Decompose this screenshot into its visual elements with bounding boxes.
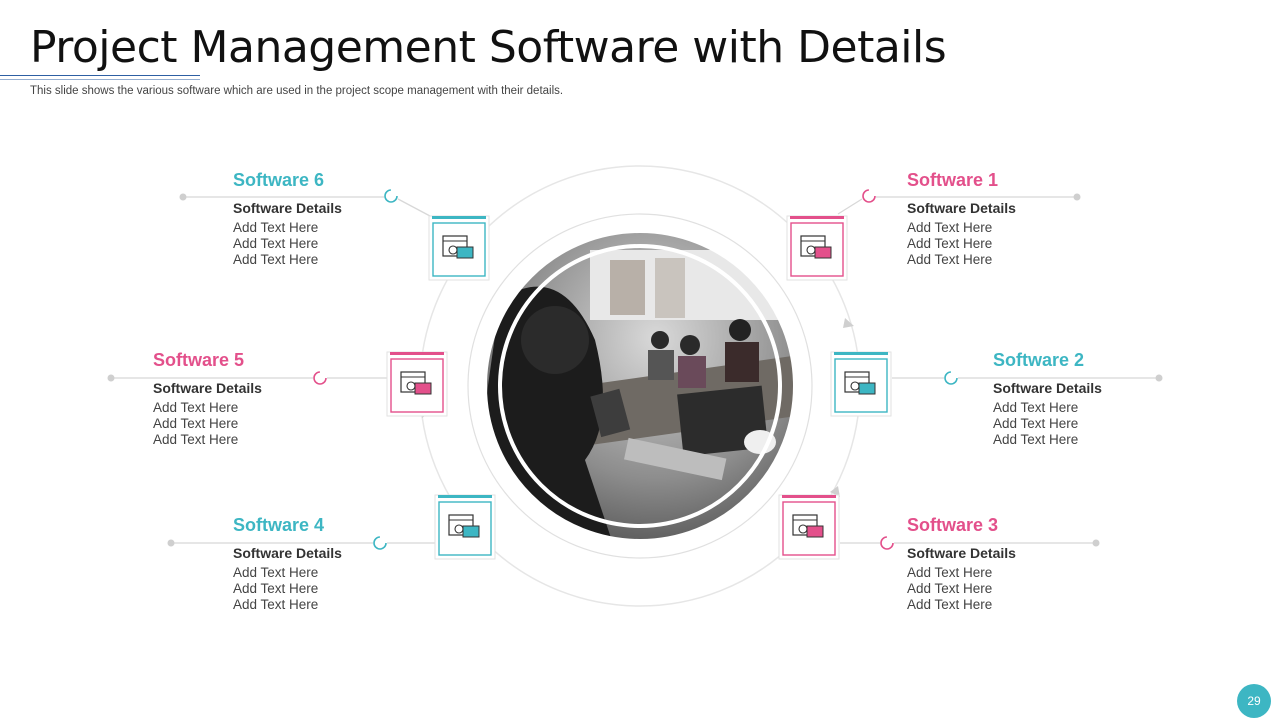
software-5-icon-box: [386, 351, 448, 417]
software-4-text-line: Add Text Here: [233, 597, 319, 612]
software-6-block: Software 6 Software Details Add Text Her…: [233, 170, 342, 268]
software-window-icon: [792, 514, 824, 538]
software-1-name: Software 1: [907, 170, 999, 190]
software-3-block: Software 3 Software Details Add Text Her…: [907, 515, 1016, 613]
slide-title: Project Management Software with Details: [30, 22, 947, 73]
meeting-photo: [486, 232, 794, 540]
software-5-text-line: Add Text Here: [153, 400, 239, 415]
software-window-icon: [800, 235, 832, 259]
software-4-text-line: Add Text Here: [233, 581, 319, 596]
software-2-text-line: Add Text Here: [993, 416, 1079, 431]
ring-arrow: [830, 486, 840, 497]
software-5-text-line: Add Text Here: [153, 416, 239, 431]
software-2-text-line: Add Text Here: [993, 432, 1079, 447]
software-4-text-line: Add Text Here: [233, 565, 319, 580]
inner-ring: [467, 213, 813, 559]
software-6-name: Software 6: [233, 170, 325, 190]
software-2-details-label: Software Details: [993, 380, 1102, 396]
software-window-icon: [448, 514, 480, 538]
software-5-text-line: Add Text Here: [153, 432, 239, 447]
software-window-icon: [400, 371, 432, 395]
software-6-text-line: Add Text Here: [233, 220, 319, 235]
software-5-name: Software 5: [153, 350, 245, 370]
ring-arrow: [843, 318, 854, 328]
title-underline: [0, 75, 200, 76]
software-6-details-label: Software Details: [233, 200, 342, 216]
software-2-text-line: Add Text Here: [993, 400, 1079, 415]
software-5-details-label: Software Details: [153, 380, 262, 396]
software-3-icon-box: [778, 494, 840, 560]
software-6-text-line: Add Text Here: [233, 236, 319, 251]
software-1-text-line: Add Text Here: [907, 252, 993, 267]
software-2-name: Software 2: [993, 350, 1085, 370]
software-4-name: Software 4: [233, 515, 325, 535]
software-3-details-label: Software Details: [907, 545, 1016, 561]
software-3-text-line: Add Text Here: [907, 565, 993, 580]
software-window-icon: [442, 235, 474, 259]
software-window-icon: [844, 371, 876, 395]
software-6-text-line: Add Text Here: [233, 252, 319, 267]
software-1-details-label: Software Details: [907, 200, 1016, 216]
software-6-icon-box: [428, 215, 490, 281]
software-2-icon-box: [830, 351, 892, 417]
title-underline-secondary: [0, 79, 200, 80]
software-2-block: Software 2 Software Details Add Text Her…: [993, 350, 1102, 448]
slide-subtitle: This slide shows the various software wh…: [30, 85, 564, 97]
software-1-text-line: Add Text Here: [907, 236, 993, 251]
software-3-name: Software 3: [907, 515, 999, 535]
photo-frame: [485, 231, 795, 541]
software-4-block: Software 4 Software Details Add Text Her…: [233, 515, 342, 613]
software-1-block: Software 1 Software Details Add Text Her…: [907, 170, 1016, 268]
software-1-text-line: Add Text Here: [907, 220, 993, 235]
software-4-icon-box: [434, 494, 496, 560]
software-4-details-label: Software Details: [233, 545, 342, 561]
page-number-badge: 29: [1237, 684, 1271, 718]
software-1-icon-box: [786, 215, 848, 281]
software-3-text-line: Add Text Here: [907, 597, 993, 612]
software-5-block: Software 5 Software Details Add Text Her…: [153, 350, 262, 448]
photo-frame-inner: [498, 244, 782, 528]
software-3-text-line: Add Text Here: [907, 581, 993, 596]
